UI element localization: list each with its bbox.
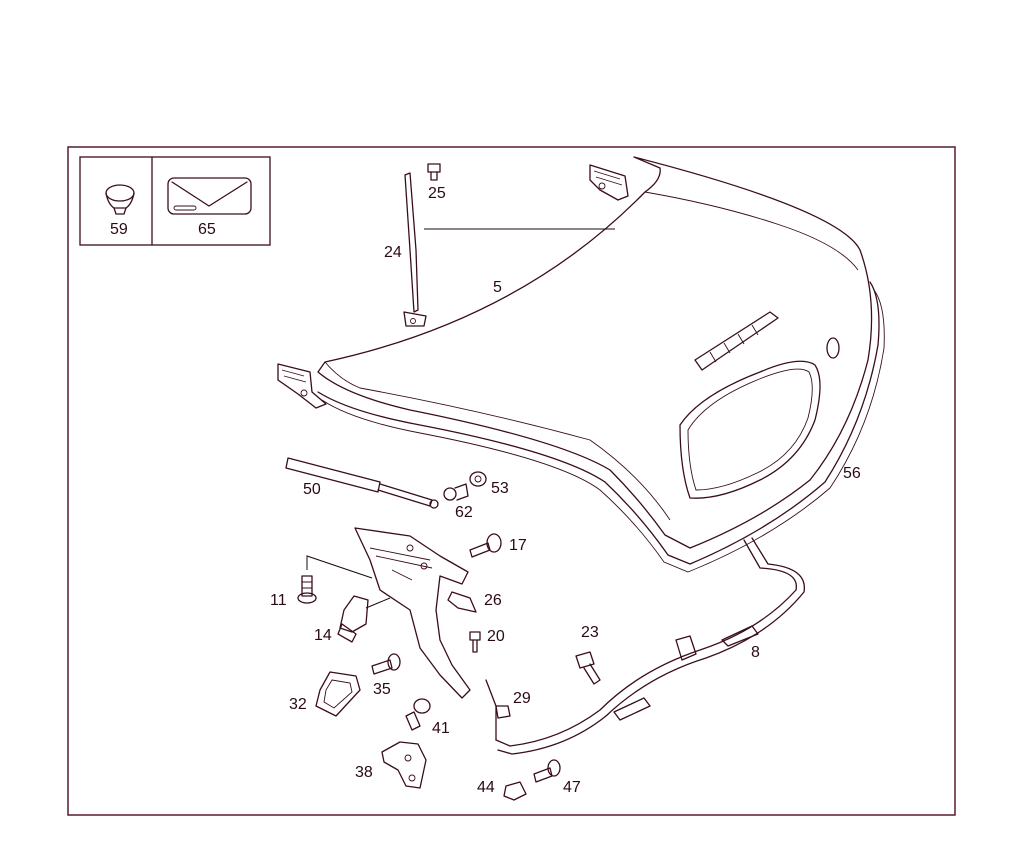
bolt-part-47 [533,759,561,783]
screw-part-25 [427,163,441,181]
label-20: 20 [487,628,505,645]
label-53: 53 [491,480,509,497]
leader-11 [306,555,373,579]
inset-box [79,156,271,246]
screw-part-20 [469,631,481,653]
label-59: 59 [110,221,128,238]
clip-part-29 [495,705,511,719]
bolt-part-35 [371,653,401,675]
label-29: 29 [513,690,531,707]
diagram-frame [67,146,956,816]
gas-spring-part-50 [285,457,439,509]
label-26: 26 [484,592,502,609]
hinge-right [589,164,629,201]
washer-part-53 [469,471,487,487]
label-24: 24 [384,244,402,261]
label-41: 41 [432,720,450,737]
bolt-part-23 [575,651,601,685]
label-50: 50 [303,481,321,498]
leader-14 [365,597,391,609]
label-11: 11 [270,592,287,609]
label-44: 44 [477,779,495,796]
label-47: 47 [563,779,581,796]
lock-part-38 [381,741,427,789]
bolt-part-41 [405,698,431,731]
trunk-lid-part-5 [317,156,873,549]
seal-part-56 [317,281,885,573]
label-23: 23 [581,624,599,641]
label-65: 65 [198,221,216,238]
plug-part-59 [105,184,135,215]
label-32: 32 [289,696,307,713]
label-62: 62 [455,504,473,521]
nut-part-44 [503,781,527,801]
label-38: 38 [355,764,373,781]
hinge-left [277,363,327,409]
label-56: 56 [843,465,861,482]
label-8: 8 [751,644,760,661]
label-35: 35 [373,681,391,698]
ball-pin-part-62 [443,483,469,501]
bolt-part-17 [469,533,502,558]
label-14: 14 [314,627,332,644]
bolt-part-11 [297,575,317,604]
label-5: 5 [493,279,502,296]
strut-part-24 [403,172,427,327]
clip-part-26 [447,591,477,613]
label-25: 25 [428,185,446,202]
label-17: 17 [509,537,527,554]
cover-part-32 [315,671,361,717]
clip-part-14 [337,595,369,643]
sticker-part-65 [167,177,252,215]
hinge-bracket [354,527,471,699]
